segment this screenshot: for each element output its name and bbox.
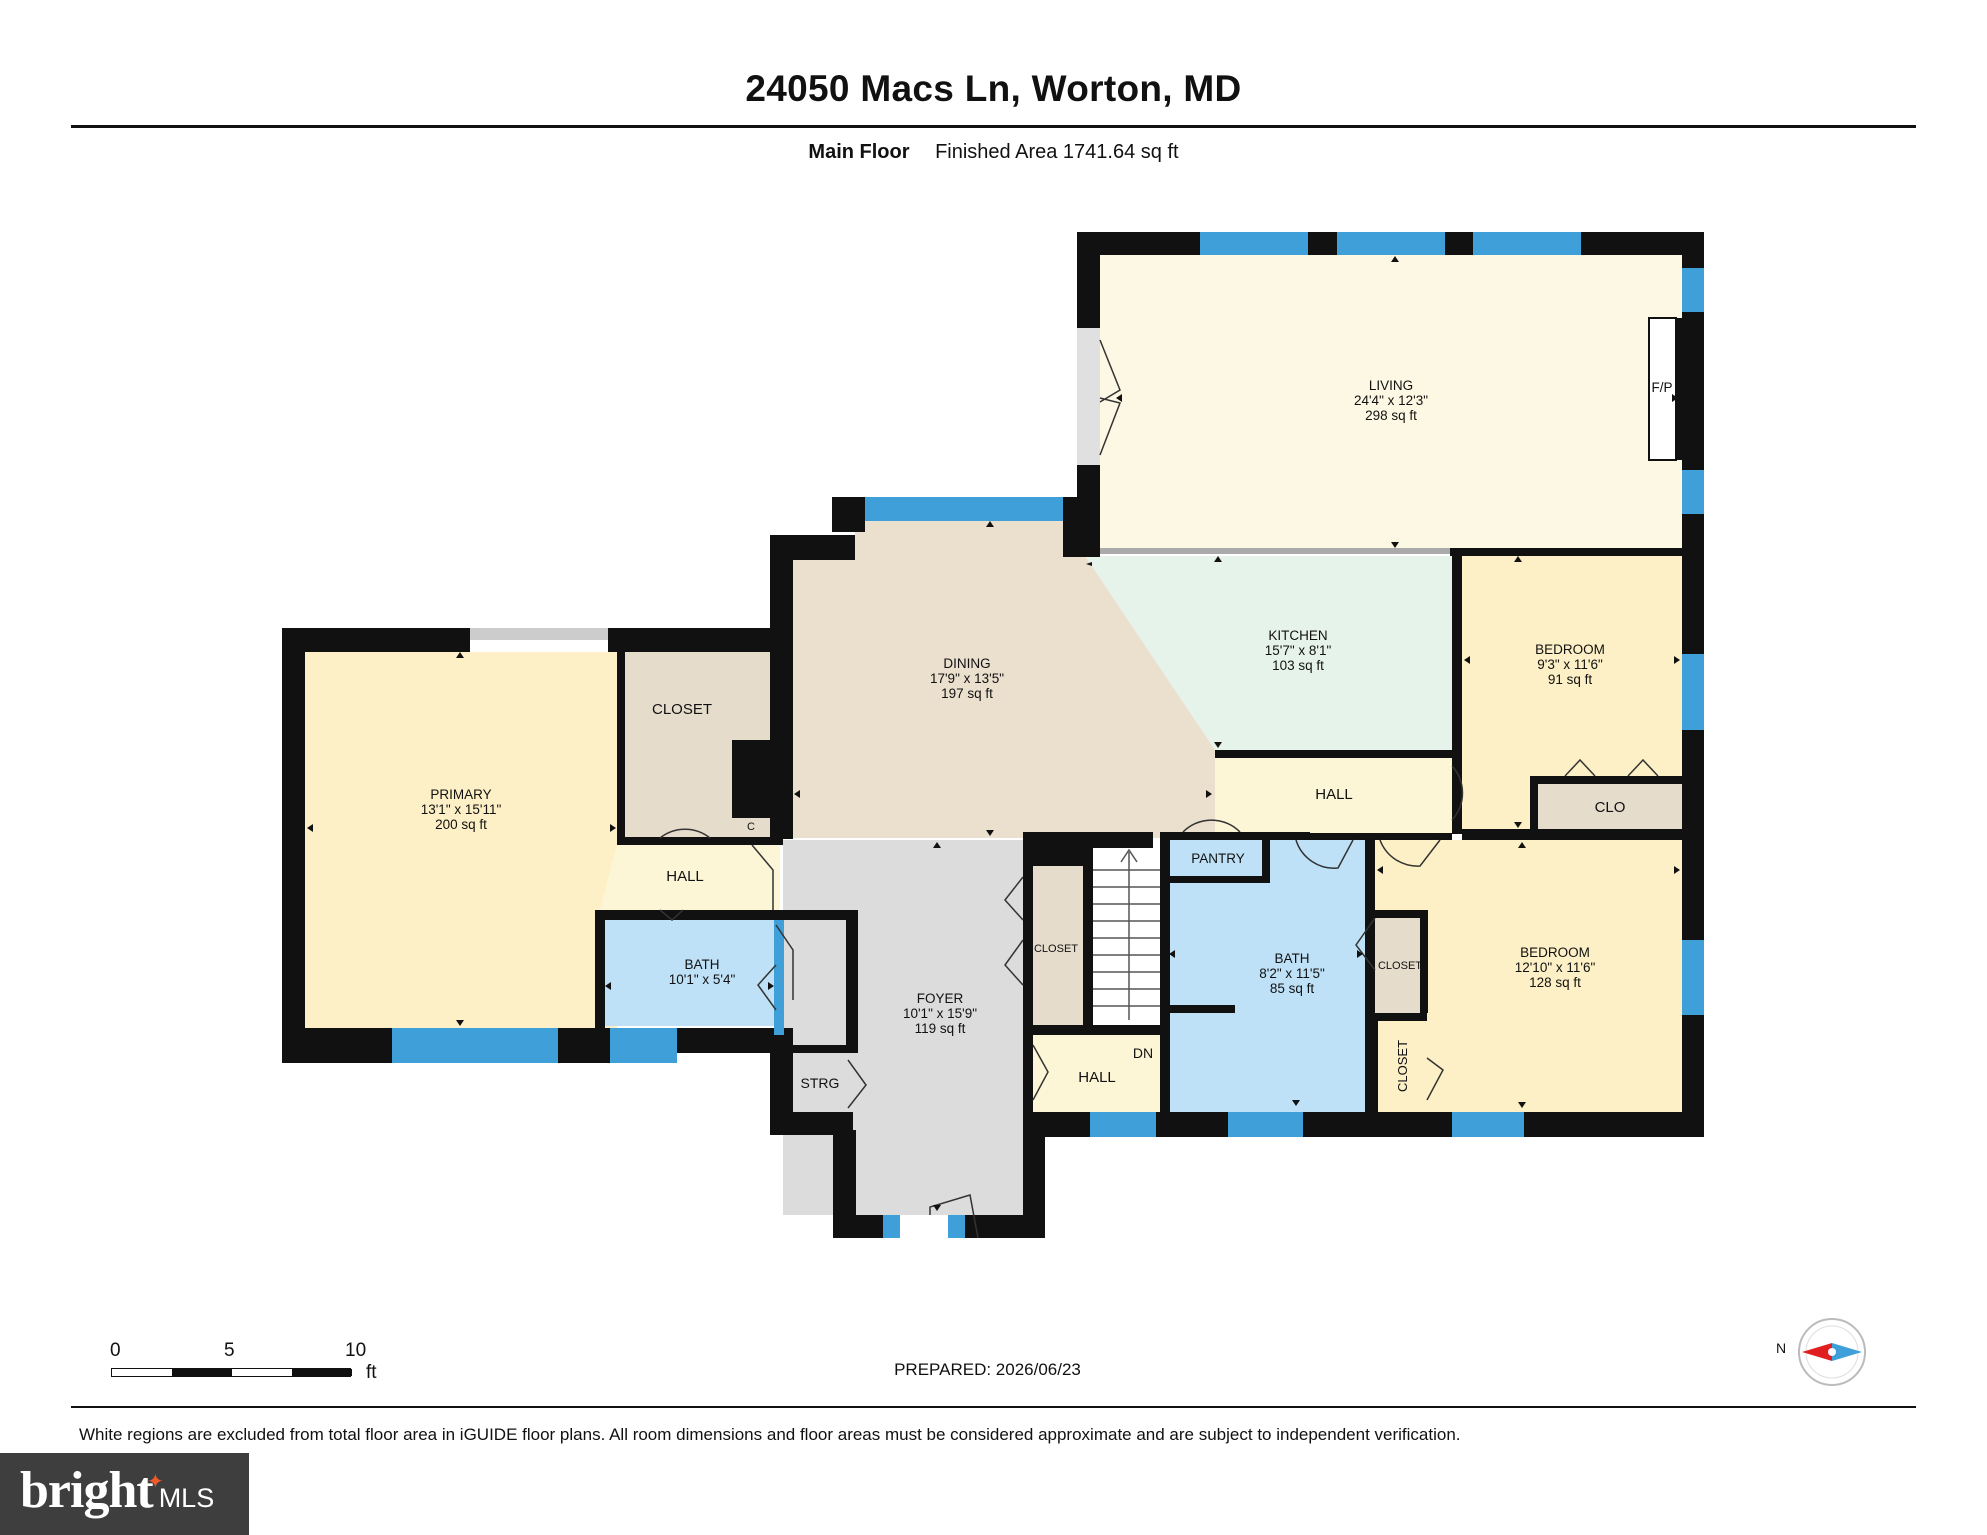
strg-label: STRG — [801, 1075, 840, 1091]
scale-tick-5: 5 — [224, 1340, 235, 1361]
prepared-date: PREPARED: 2026/06/23 — [894, 1360, 1081, 1379]
primary-dims: 13'1" x 15'11" — [421, 802, 502, 817]
finished-area: Finished Area 1741.64 sq ft — [935, 141, 1179, 163]
window — [883, 1215, 900, 1238]
compass-icon — [1798, 1318, 1866, 1386]
logo-sparkle-icon: ✦ — [147, 1471, 164, 1493]
window — [1682, 654, 1704, 730]
kitchen-area: 103 sq ft — [1272, 658, 1324, 673]
bath-primary-name: BATH — [684, 957, 719, 972]
compass-north-label: N — [1776, 1340, 1787, 1356]
hall-kitchen-fill — [1215, 758, 1452, 833]
bedroom-se-name: BEDROOM — [1520, 945, 1590, 960]
bedroom-se-dims: 12'10" x 11'6" — [1515, 960, 1596, 975]
bath-main-name: BATH — [1274, 951, 1309, 966]
header-rule — [71, 125, 1916, 128]
window — [610, 1028, 677, 1063]
kitchen-name: KITCHEN — [1268, 628, 1327, 643]
window — [1200, 232, 1308, 255]
scale-bar-graphic — [111, 1368, 352, 1377]
logo-brand: bright — [20, 1462, 154, 1519]
window — [1090, 1112, 1156, 1137]
dimension-arrows — [307, 256, 1680, 1211]
fireplace-label: F/P — [1651, 380, 1672, 395]
living-dims: 24'4" x 12'3" — [1354, 393, 1428, 408]
floor-plan: LIVING 24'4" x 12'3" 298 sq ft F/P DININ… — [282, 232, 1704, 1239]
window — [470, 628, 608, 640]
dining-area: 197 sq ft — [941, 686, 993, 701]
window — [1682, 268, 1704, 312]
closet-foyer-fill — [1033, 866, 1083, 1026]
room-labels: LIVING 24'4" x 12'3" 298 sq ft F/P DININ… — [421, 378, 1673, 1092]
scale-tick-10: 10 — [345, 1340, 367, 1361]
bath-main-area: 85 sq ft — [1270, 981, 1315, 996]
foyer-dims: 10'1" x 15'9" — [903, 1006, 977, 1021]
footer-rule — [71, 1406, 1916, 1408]
window — [1337, 232, 1445, 255]
scale-unit: ft — [366, 1362, 377, 1383]
bedroom-ne-area: 91 sq ft — [1548, 672, 1593, 687]
window — [1682, 940, 1704, 1015]
closet-foyer-label: CLOSET — [1034, 943, 1078, 955]
closet-bath-fill-top — [1375, 918, 1427, 1013]
hall-kitchen-label: HALL — [1315, 786, 1353, 803]
address-title: 24050 Macs Ln, Worton, MD — [745, 68, 1242, 109]
fireplace-hearth — [1676, 318, 1682, 460]
room-fills — [305, 255, 1682, 1215]
floor-subtitle: Main Floor Finished Area 1741.64 sq ft — [0, 141, 1987, 164]
disclaimer: White regions are excluded from total fl… — [79, 1425, 1461, 1444]
dining-dims: 17'9" x 13'5" — [930, 671, 1004, 686]
dining-name: DINING — [943, 656, 990, 671]
scale-tick-0: 0 — [110, 1340, 121, 1361]
living-fill — [1100, 255, 1682, 548]
hall-primary-fill — [600, 845, 780, 910]
dining-fill — [793, 521, 1215, 838]
closet-primary-label: CLOSET — [652, 701, 712, 718]
closet-bath-label: CLOSET — [1378, 960, 1422, 972]
walls — [282, 232, 1704, 1238]
stair-hall-label: HALL — [1078, 1069, 1116, 1086]
c-closet-label: C — [747, 821, 755, 833]
living-area: 298 sq ft — [1365, 408, 1417, 423]
foyer-name: FOYER — [917, 991, 964, 1006]
bedroom-se-area: 128 sq ft — [1529, 975, 1581, 990]
primary-fill — [305, 652, 617, 1028]
window — [1682, 470, 1704, 514]
clo-fill — [1537, 783, 1682, 829]
closet-vertical-label: CLOSET — [1395, 1040, 1410, 1092]
foyer-fill — [783, 840, 1023, 1215]
living-name: LIVING — [1369, 378, 1413, 393]
stair-hall-fill — [1033, 1035, 1160, 1112]
windows — [392, 232, 1704, 1238]
doors — [659, 328, 1659, 1239]
window — [948, 1215, 965, 1238]
stairs-down-label: DN — [1133, 1045, 1153, 1061]
bath-main-dims: 8'2" x 11'5" — [1259, 966, 1325, 981]
window — [865, 497, 1063, 521]
window — [392, 1028, 558, 1063]
bedroom-ne-dims: 9'3" x 11'6" — [1537, 657, 1603, 672]
pantry-label: PANTRY — [1191, 851, 1245, 866]
kitchen-dims: 15'7" x 8'1" — [1265, 643, 1332, 658]
window — [1473, 232, 1581, 255]
scale-bar: 0 5 10 ft — [110, 1340, 380, 1390]
kitchen-fill — [1085, 556, 1452, 750]
logo-suffix: MLS — [158, 1483, 215, 1513]
hall-primary-label: HALL — [666, 868, 704, 885]
clo-label: CLO — [1595, 799, 1626, 816]
primary-name: PRIMARY — [430, 787, 491, 802]
bath-primary-dims: 10'1" x 5'4" — [669, 972, 736, 987]
stairs — [1093, 848, 1165, 1020]
floor-name: Main Floor — [808, 141, 910, 163]
bath-main-fill — [1170, 840, 1365, 1112]
compass: N — [1776, 1316, 1866, 1388]
window — [1228, 1112, 1303, 1137]
foyer-area: 119 sq ft — [915, 1021, 966, 1036]
primary-area: 200 sq ft — [435, 817, 487, 832]
window — [1452, 1112, 1524, 1137]
bedroom-ne-name: BEDROOM — [1535, 642, 1605, 657]
